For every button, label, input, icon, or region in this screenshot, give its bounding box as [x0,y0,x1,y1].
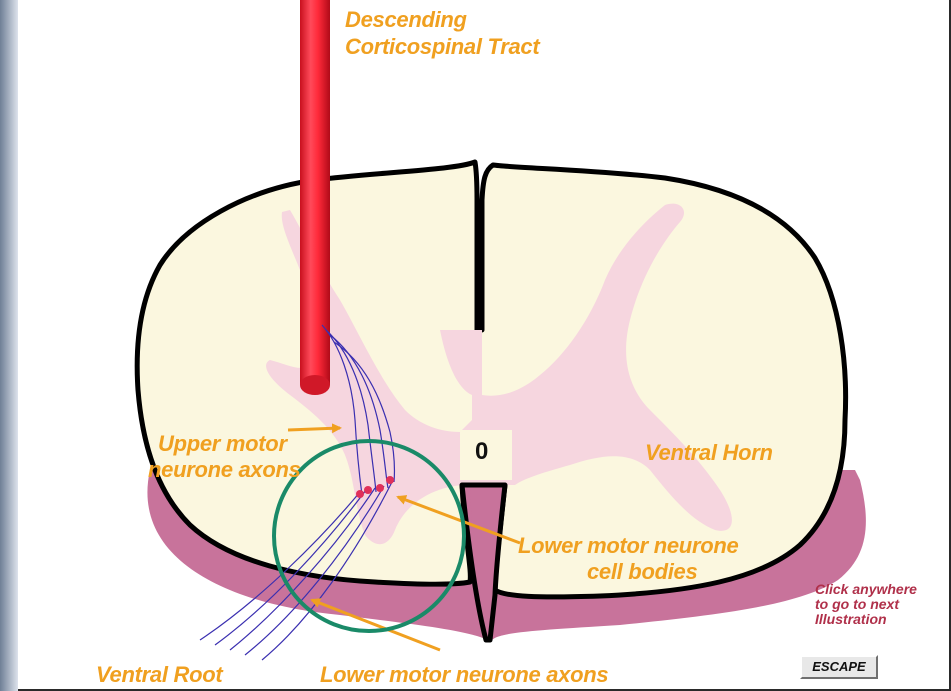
upper-axons-label-line2: neurone axons [148,458,301,481]
tract-label-line1: Descending [345,8,467,31]
hint-line2: to go to next [815,597,917,612]
ventral-root-label: Ventral Root [96,663,222,686]
escape-button[interactable]: ESCAPE [800,655,878,679]
tract-end [300,375,330,395]
lower-bodies-label-line1: Lower motor neurone [518,534,738,557]
central-canal-label: 0 [475,440,488,463]
tract-label-line2: Corticospinal Tract [345,35,539,58]
window-left-edge [0,0,18,691]
descending-tract [300,0,330,385]
upper-axons-label-line1: Upper motor [158,432,287,455]
next-illustration-hint: Click anywhere to go to next Illustratio… [815,582,917,627]
hint-line3: Illustration [815,612,917,627]
ventral-horn-label: Ventral Horn [645,441,773,464]
hint-line1: Click anywhere [815,582,917,597]
lower-axons-label: Lower motor neurone axons [320,663,608,686]
lower-bodies-label-line2: cell bodies [587,560,697,583]
fissure-shadow [470,490,500,525]
